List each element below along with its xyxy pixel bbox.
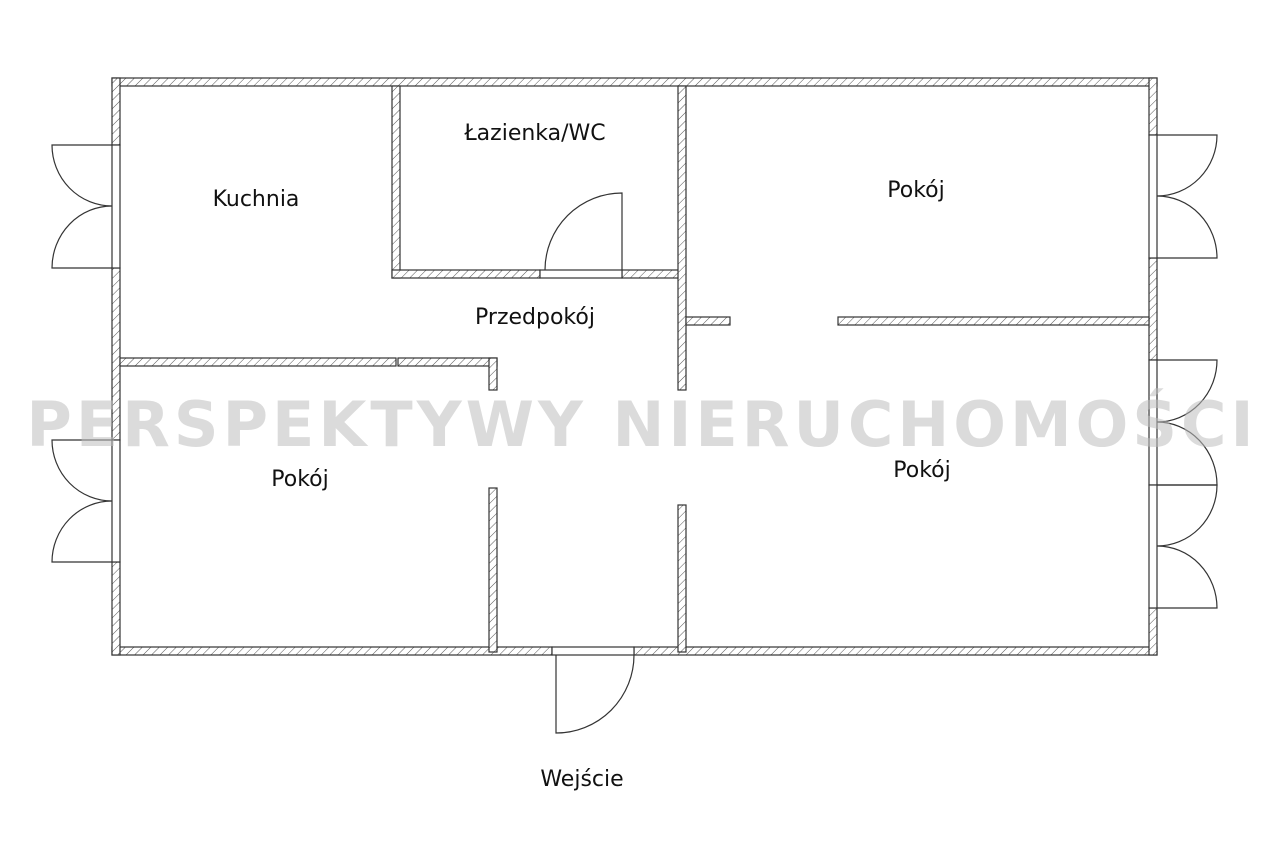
walls — [111, 77, 1158, 656]
room-label-hallway: Przedpokój — [475, 305, 595, 330]
windows — [51, 134, 1218, 609]
watermark: PERSPEKTYWY NIERUCHOMOŚCI — [26, 388, 1257, 461]
room-label-right: Pokój — [893, 458, 950, 483]
room-label-top-right: Pokój — [887, 178, 944, 203]
entrance-door — [555, 654, 635, 734]
doors — [539, 192, 635, 734]
room-label-bathroom: Łazienka/WC — [463, 121, 605, 146]
room-label-left: Pokój — [271, 467, 328, 492]
entrance-label: Wejście — [540, 767, 623, 792]
bathroom-door — [544, 192, 623, 271]
room-label-kitchen: Kuchnia — [213, 187, 300, 212]
